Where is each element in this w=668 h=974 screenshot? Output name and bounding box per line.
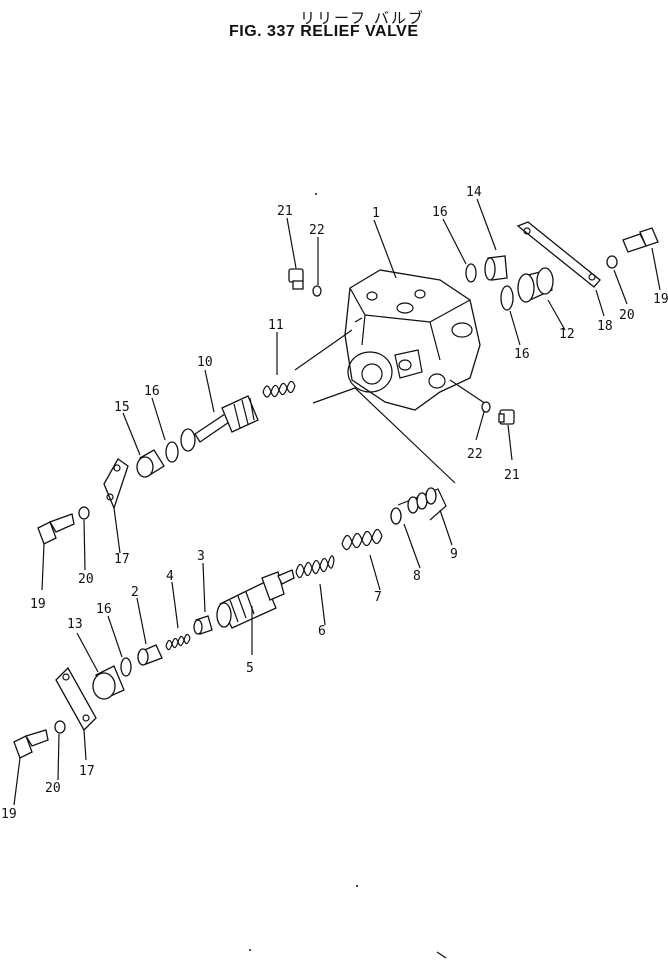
washer-20-left-lower [54, 720, 66, 734]
figure-title-japanese: リリーフ バルブ [300, 9, 425, 27]
callout-7: 7 [374, 590, 382, 605]
o-ring-16-left-lower [120, 657, 132, 677]
callout-1: 1 [372, 206, 380, 221]
callout-9: 9 [450, 547, 458, 562]
spring-7 [341, 528, 383, 551]
callout-6: 6 [318, 624, 326, 639]
spool-10 [180, 395, 259, 452]
callout-17-upper: 17 [114, 552, 130, 567]
callout-4: 4 [166, 569, 174, 584]
callout-16-left-upper: 16 [144, 384, 160, 399]
figure-title: FIG. 337 RELIEF VALVE [229, 23, 419, 40]
bolt-19-left-lower [13, 729, 49, 759]
callout-11: 11 [268, 318, 284, 333]
callout-19-left-lower: 19 [1, 807, 17, 822]
callout-19-left-upper: 19 [30, 597, 46, 612]
o-ring-22-lower [481, 401, 491, 413]
seat-3 [193, 615, 213, 635]
callout-16-left-lower: 16 [96, 602, 112, 617]
plug-21-upper [288, 268, 304, 290]
callout-21-upper: 21 [277, 204, 293, 219]
callout-3: 3 [197, 549, 205, 564]
valve-body-part [344, 269, 481, 411]
o-ring-22-upper [312, 285, 322, 297]
plug-21-lower [498, 409, 515, 425]
callout-22-lower: 22 [467, 447, 483, 462]
piston-5 [216, 569, 295, 629]
o-ring-16-left-upper [165, 441, 179, 463]
bolt-19-right [622, 227, 659, 253]
plate-17-lower [55, 666, 97, 732]
callout-20-right: 20 [619, 308, 635, 323]
callout-15: 15 [114, 400, 130, 415]
plug-12 [517, 267, 554, 303]
sleeve-2 [137, 644, 163, 666]
callout-8: 8 [413, 569, 421, 584]
washer-20-right [606, 255, 618, 269]
callout-16-right-lower: 16 [514, 347, 530, 362]
callout-12: 12 [559, 327, 575, 342]
callout-18: 18 [597, 319, 613, 334]
plate-18 [516, 221, 601, 288]
callout-13: 13 [67, 617, 83, 632]
callout-5: 5 [246, 661, 254, 676]
bolt-19-left-upper [37, 513, 75, 545]
washer-8 [390, 507, 402, 525]
o-ring-16-right-upper [465, 263, 477, 283]
callout-17-lower: 17 [79, 764, 95, 779]
spring-11 [262, 380, 296, 398]
callout-19-right: 19 [653, 292, 668, 307]
callout-22-upper: 22 [309, 223, 325, 238]
spring-6 [295, 555, 335, 579]
washer-20-left-upper [78, 506, 90, 520]
callout-14: 14 [466, 185, 482, 200]
plug-13 [92, 665, 125, 700]
bracket-9 [397, 487, 447, 521]
spring-4 [165, 633, 191, 651]
plug-15 [136, 449, 165, 478]
plug-14 [484, 255, 508, 281]
o-ring-16-right-lower [500, 285, 514, 311]
callout-20-left-upper: 20 [78, 572, 94, 587]
callout-20-left-lower: 20 [45, 781, 61, 796]
callout-10: 10 [197, 355, 213, 370]
callout-21-lower: 21 [504, 468, 520, 483]
plate-17-upper [103, 458, 129, 510]
callout-16-right-upper: 16 [432, 205, 448, 220]
callout-2: 2 [131, 585, 139, 600]
